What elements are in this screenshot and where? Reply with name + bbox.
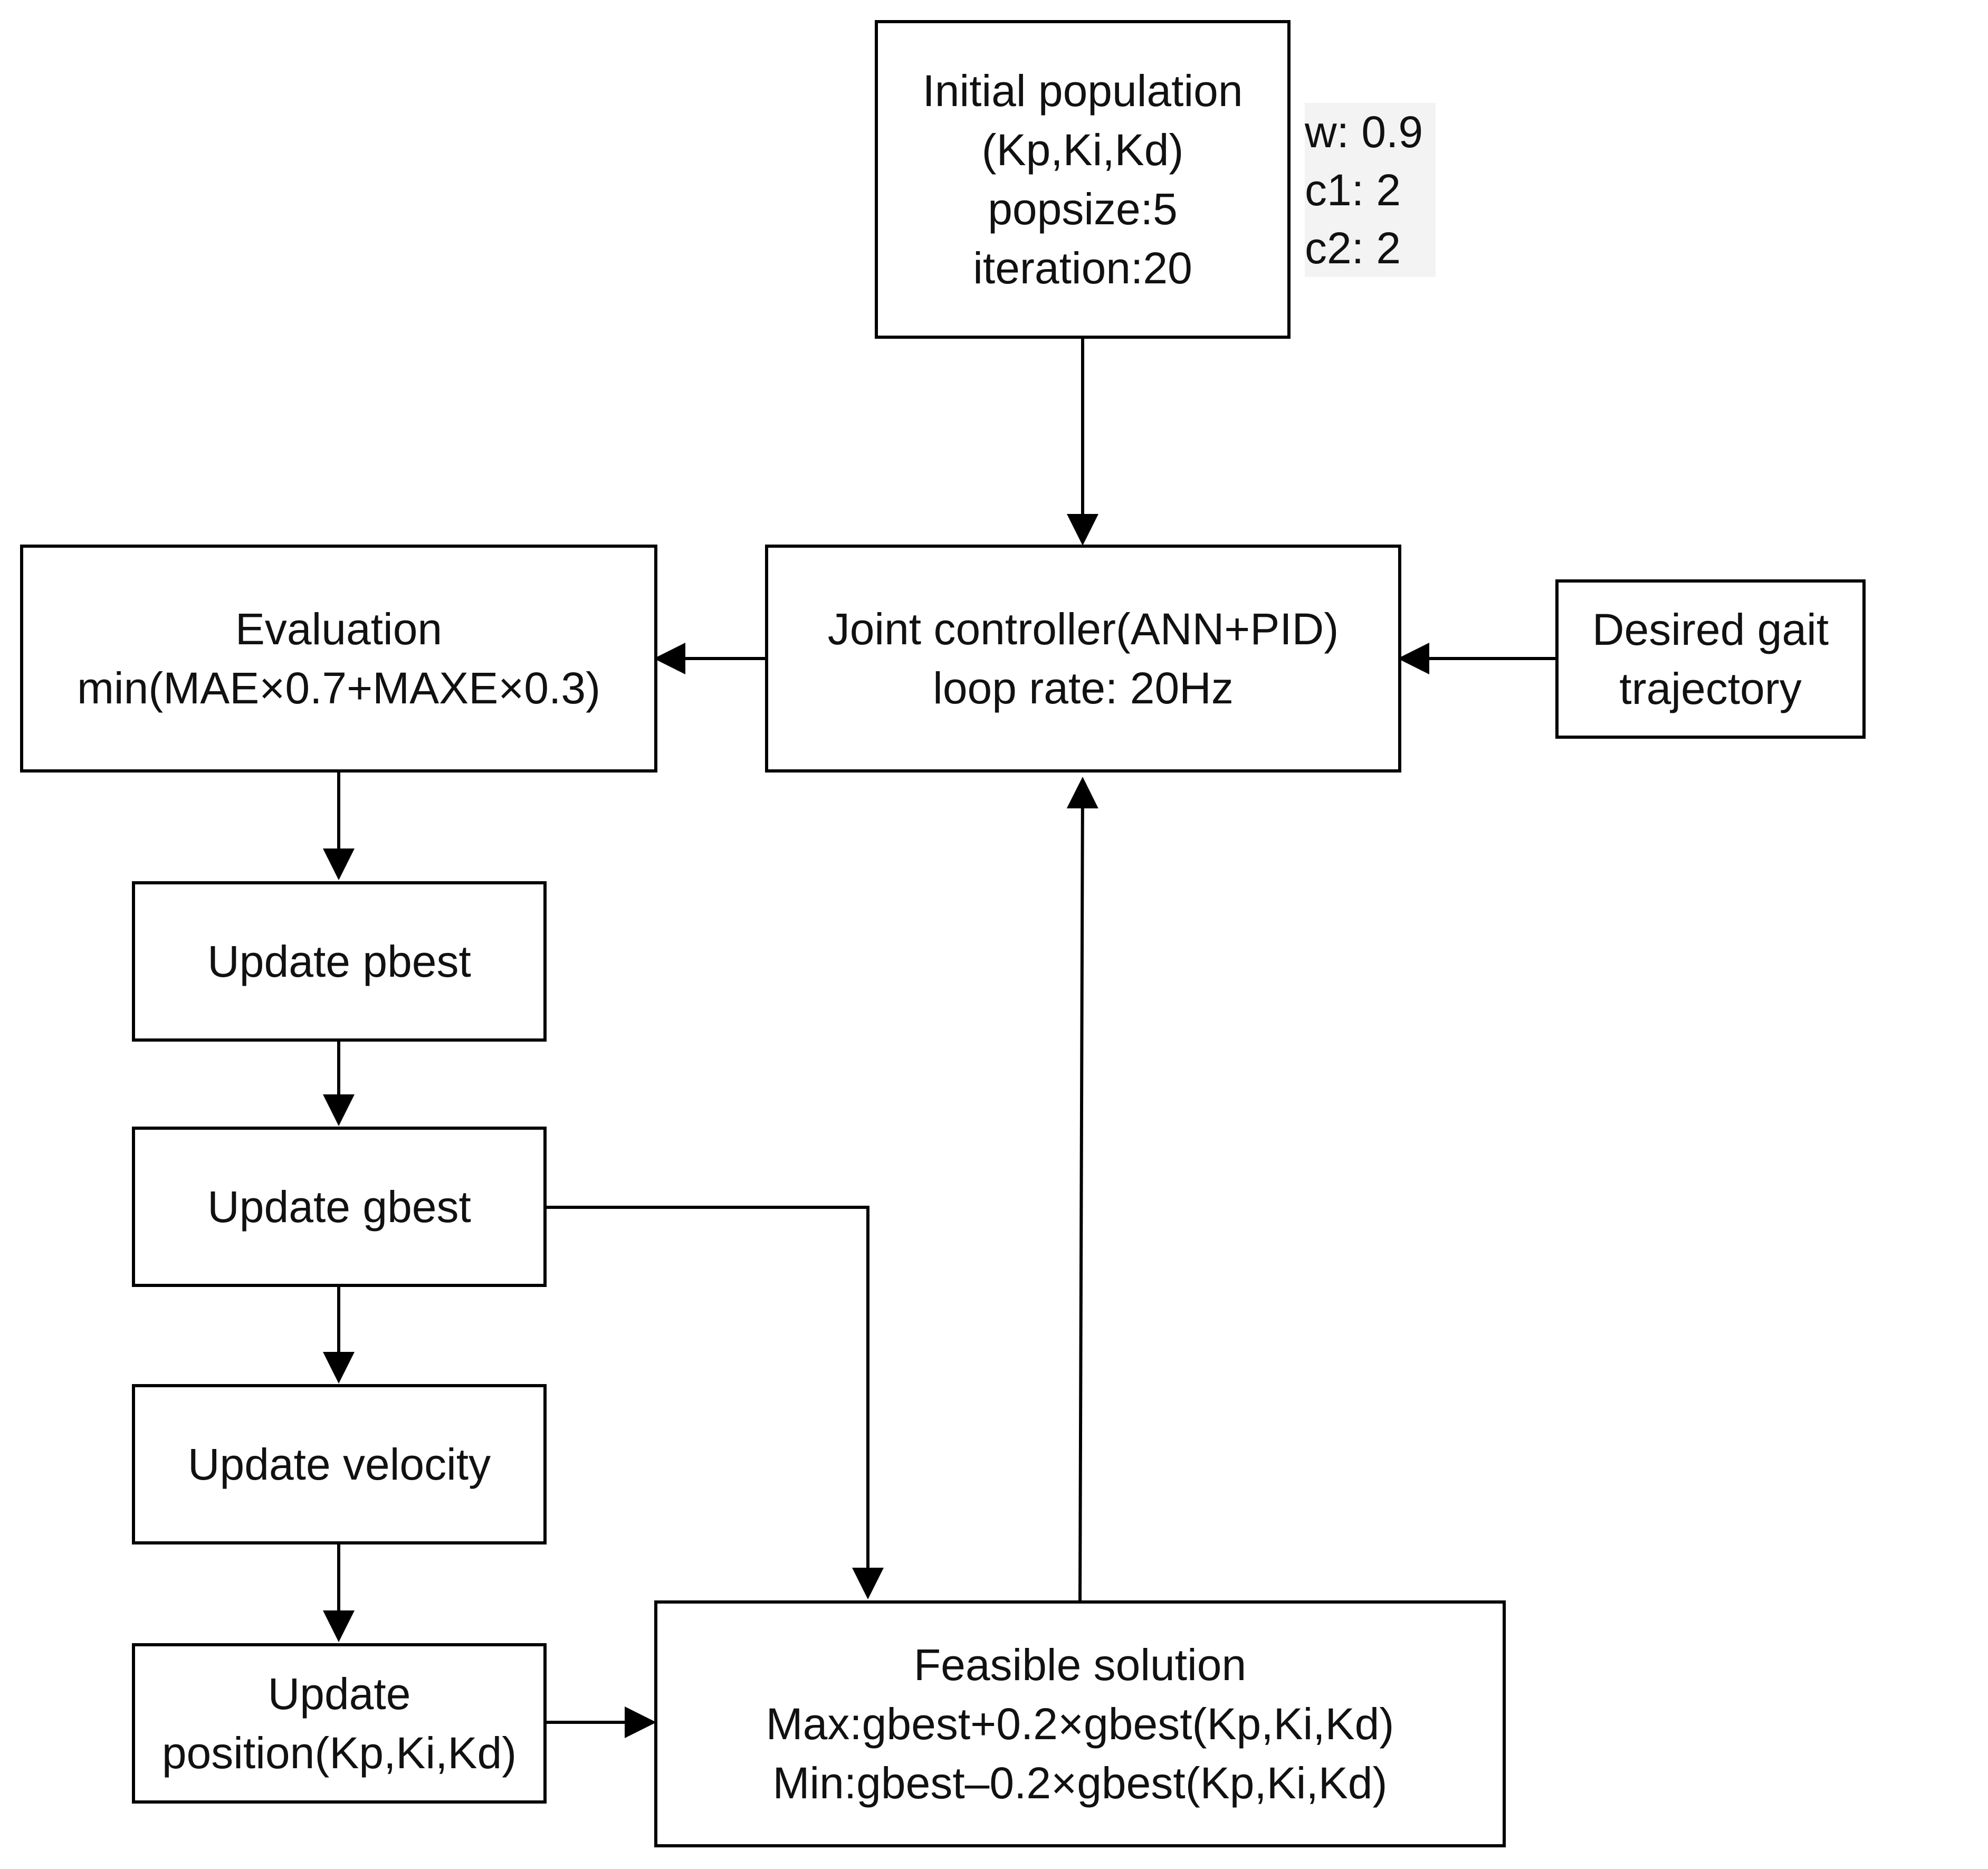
desired-gait-line-1: Desired gait xyxy=(1592,605,1829,654)
feasible-solution-title: Feasible solution xyxy=(913,1640,1247,1690)
update-position-line-2: position(Kp,Ki,Kd) xyxy=(161,1728,517,1778)
feasible-solution-min: Min:gbest–0.2×gbest(Kp,Ki,Kd) xyxy=(772,1758,1388,1808)
joint-controller-box: Joint controller(ANN+PID) loop rate: 20H… xyxy=(765,545,1401,773)
pso-parameters-label: w: 0.9 c1: 2 c2: 2 xyxy=(1305,103,1436,277)
initial-population-iteration: iteration:20 xyxy=(973,243,1192,293)
update-position-box: Update position(Kp,Ki,Kd) xyxy=(132,1643,547,1804)
desired-gait-line-2: trajectory xyxy=(1619,664,1802,713)
update-velocity-box: Update velocity xyxy=(132,1384,547,1544)
feasible-solution-box: Feasible solution Max:gbest+0.2×gbest(Kp… xyxy=(654,1600,1506,1847)
evaluation-title: Evaluation xyxy=(235,604,443,654)
update-position-line-1: Update xyxy=(267,1669,411,1719)
evaluation-box: Evaluation min(MAE×0.7+MAXE×0.3) xyxy=(20,545,657,773)
param-c2: c2: 2 xyxy=(1305,223,1401,273)
update-velocity-label: Update velocity xyxy=(187,1439,491,1489)
update-gbest-label: Update gbest xyxy=(207,1182,471,1232)
initial-population-variables: (Kp,Ki,Kd) xyxy=(981,125,1184,175)
initial-population-title: Initial population xyxy=(922,66,1243,116)
initial-population-popsize: popsize:5 xyxy=(988,184,1178,234)
edge-feasible-to-controller xyxy=(1066,777,1098,1602)
joint-controller-title: Joint controller(ANN+PID) xyxy=(827,604,1339,654)
joint-controller-loop-rate: loop rate: 20Hz xyxy=(933,663,1234,713)
feasible-solution-max: Max:gbest+0.2×gbest(Kp,Ki,Kd) xyxy=(766,1699,1394,1749)
update-gbest-box: Update gbest xyxy=(132,1127,547,1287)
desired-gait-box: Desired gait trajectory xyxy=(1555,579,1866,739)
update-pbest-label: Update pbest xyxy=(207,937,471,986)
edge-gbest-to-feasible xyxy=(546,1206,884,1599)
param-w: w: 0.9 xyxy=(1305,107,1423,157)
evaluation-objective: min(MAE×0.7+MAXE×0.3) xyxy=(77,663,601,713)
initial-population-box: Initial population (Kp,Ki,Kd) popsize:5 … xyxy=(875,20,1291,339)
param-c1: c1: 2 xyxy=(1305,165,1401,215)
update-pbest-box: Update pbest xyxy=(132,881,547,1042)
